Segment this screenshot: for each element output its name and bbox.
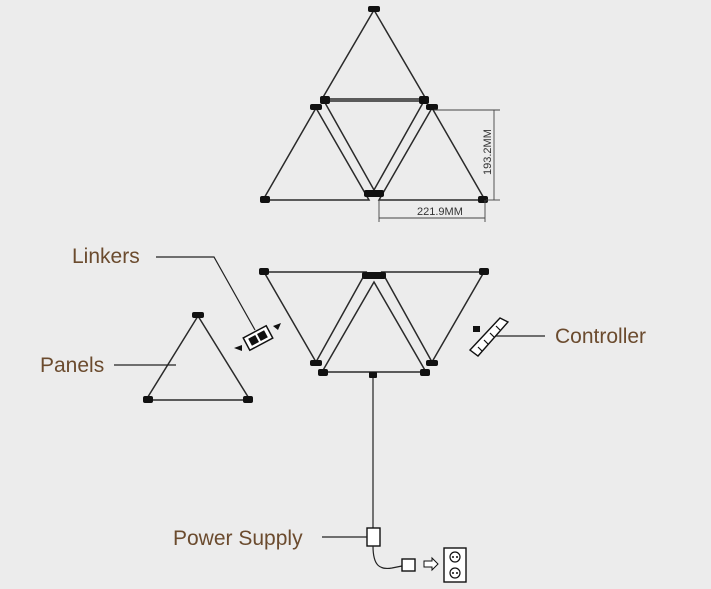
panel-corner-cap <box>318 369 328 376</box>
panel-corner-cap <box>362 272 386 279</box>
panel-left-down <box>262 271 368 364</box>
panel-single-up <box>144 314 252 401</box>
middle-panel-cluster <box>259 268 489 378</box>
width-dimension: 221.9MM <box>378 200 486 222</box>
panel-corner-cap <box>479 268 489 275</box>
panel-bottom-left-up <box>261 106 371 201</box>
power-supply-label: Power Supply <box>173 527 303 550</box>
panel-corner-cap <box>243 396 253 403</box>
wall-outlet-icon <box>443 547 467 583</box>
panel-corner-cap <box>364 190 384 197</box>
panel-corner-cap <box>260 196 270 203</box>
panel-corner-cap <box>426 104 438 110</box>
linkers-callout-line <box>156 256 256 331</box>
panel-corner-cap <box>420 369 430 376</box>
panel-corner-cap <box>368 6 380 12</box>
panel-top-up <box>320 8 428 100</box>
arrow-right-icon <box>423 556 439 572</box>
panel-corner-cap <box>310 104 322 110</box>
panel-corner-cap <box>419 96 429 104</box>
plug <box>401 558 416 572</box>
single-panel <box>143 312 253 403</box>
controller-label: Controller <box>555 325 646 348</box>
panel-corner-cap <box>143 396 153 403</box>
top-panel-cluster <box>260 6 488 203</box>
panel-corner-cap <box>259 268 269 275</box>
arrow-left-icon <box>234 345 242 351</box>
controller-component <box>468 317 510 357</box>
panels-label: Panels <box>40 354 104 377</box>
power-cable <box>366 378 467 583</box>
panel-corner-cap <box>478 196 488 203</box>
width-dimension-label: 221.9MM <box>417 206 463 218</box>
panel-bottom-right-up <box>377 106 487 201</box>
callout-lines <box>114 256 545 538</box>
height-dimension: 193.2MM <box>434 109 500 201</box>
panel-right-down <box>380 271 486 364</box>
arrow-right-icon <box>273 323 281 330</box>
linker-component <box>234 323 281 352</box>
power-supply-box <box>366 527 381 547</box>
power-connector <box>369 372 377 378</box>
panel-middle-down <box>322 100 426 192</box>
panel-corner-cap <box>192 312 204 318</box>
panel-corner-cap <box>426 360 438 366</box>
height-dimension-label: 193.2MM <box>482 129 494 175</box>
linkers-label: Linkers <box>72 245 140 268</box>
panel-corner-cap <box>320 96 330 104</box>
panel-corner-cap <box>310 360 322 366</box>
